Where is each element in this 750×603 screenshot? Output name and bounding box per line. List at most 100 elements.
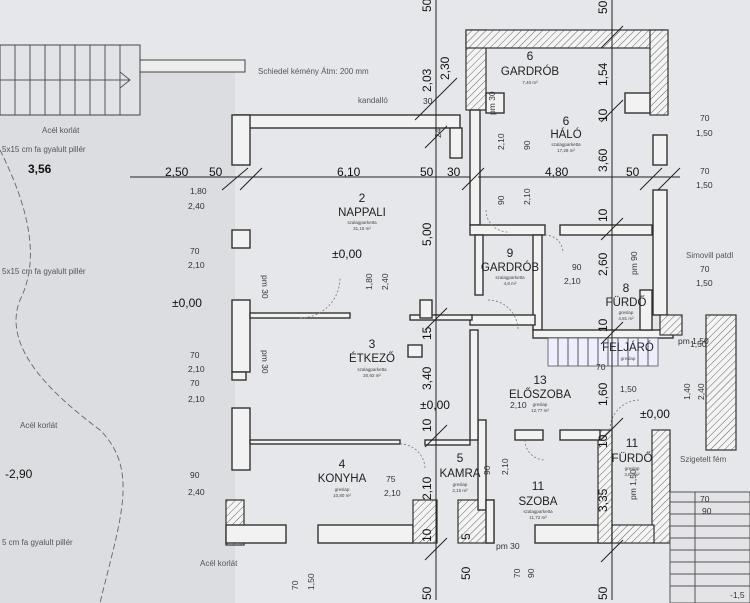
dim: 1,54 xyxy=(596,62,610,86)
room-area: 7,40 m² xyxy=(522,80,538,85)
level-left-upper: ±0,00 xyxy=(172,296,202,310)
dim: 5,00 xyxy=(420,222,434,246)
small-dim: 2,10 xyxy=(384,488,401,498)
small-dim: 70 xyxy=(190,246,200,256)
room-number: 5 xyxy=(457,451,464,465)
small-dim: 1,80 xyxy=(364,273,374,290)
room-floor: szalagparketta xyxy=(357,367,387,372)
dim: 10 xyxy=(420,528,434,542)
small-dim: 2,10 xyxy=(188,260,205,270)
room-name: FÜRDŐ xyxy=(606,295,647,309)
room-name: KONYHA xyxy=(318,473,367,485)
fireplace-note: kandalló xyxy=(358,96,388,105)
room-floor: greslap xyxy=(619,310,634,315)
pm-label: pm 90 xyxy=(629,251,639,275)
small-dim: 2,10 xyxy=(496,133,506,150)
small-dim: 24 xyxy=(433,128,443,138)
room-number: 6 xyxy=(527,49,534,63)
dim: 50 xyxy=(420,0,434,12)
room-area: 3,87 m² xyxy=(624,472,640,477)
dim: 50 xyxy=(209,165,223,179)
dim: 4,80 xyxy=(545,165,569,179)
small-dim: 1,80 xyxy=(190,186,207,196)
level-edge: -1,5 xyxy=(730,590,745,600)
dim: 50 xyxy=(459,566,473,580)
room-name: FÜRDŐ xyxy=(612,451,653,465)
small-dim: 2,10 xyxy=(188,364,205,374)
dim: 3,40 xyxy=(420,366,434,390)
railing-note: Acél korlát xyxy=(200,559,238,568)
small-dim: 90 xyxy=(522,140,532,150)
small-dim: 1,40 xyxy=(682,383,692,400)
room-number: 6 xyxy=(563,114,570,128)
room-area: 20,92 m² xyxy=(363,373,381,378)
room-name: KAMRA xyxy=(440,468,481,480)
szigetelt-note: Szigetelt fém xyxy=(680,455,727,464)
room-name: ÉTKEZŐ xyxy=(349,351,395,365)
dim: 50 xyxy=(420,586,434,600)
dim: 15 xyxy=(420,326,434,340)
small-dim: 70 xyxy=(700,113,710,123)
room-floor: greslap xyxy=(621,356,636,361)
pm-label: pm 30 xyxy=(496,541,520,551)
feljaro-stair xyxy=(547,337,659,367)
simovill-note: Simovill patdl xyxy=(686,251,733,260)
railing-note: Acél korlát xyxy=(20,421,58,430)
small-dim: 1,50 xyxy=(690,339,707,349)
small-dim: 70 xyxy=(190,350,200,360)
dim: 50 xyxy=(626,165,640,179)
small-dim: 1,50 xyxy=(696,128,713,138)
small-dim: 1,50 xyxy=(620,384,637,394)
dim: 2,03 xyxy=(420,68,434,92)
terrace-area xyxy=(0,60,235,603)
dim: 3,60 xyxy=(596,148,610,172)
dim: 10 xyxy=(420,418,434,432)
small-dim: 2,10 xyxy=(510,400,527,410)
room-floor: greslap xyxy=(335,487,350,492)
small-dim: 90 xyxy=(496,195,506,205)
walls xyxy=(225,29,737,546)
level-right: ±0,00 xyxy=(640,407,670,421)
room-number: 9 xyxy=(507,246,514,260)
door-swings xyxy=(299,209,641,470)
room-floor: greslap xyxy=(625,466,640,471)
small-dim: 2,40 xyxy=(188,201,205,211)
room-name: GARDRÓB xyxy=(481,261,539,274)
room-gardrob-top: 6 GARDRÓB 7,40 m² xyxy=(501,49,559,85)
room-area: 4,81 m² xyxy=(618,316,634,321)
small-dim: 75 xyxy=(386,474,396,484)
small-dim: 70 xyxy=(290,580,300,590)
dim: 1,60 xyxy=(596,382,610,406)
room-floor: szalagparketta xyxy=(523,509,553,514)
room-number: 4 xyxy=(339,457,346,471)
small-dim: 2,10 xyxy=(188,394,205,404)
small-dim: 90 xyxy=(572,262,582,272)
room-name: NAPPALI xyxy=(338,207,386,219)
exterior-stair xyxy=(0,44,141,116)
room-name: HÁLÓ xyxy=(550,128,581,141)
railing-note: Acél korlát xyxy=(42,126,80,135)
room-name: FELJÁRÓ xyxy=(602,341,654,354)
room-kamra: 5 KAMRA greslap 2,15 m² xyxy=(440,451,481,493)
small-dim: 70 xyxy=(700,264,710,274)
room-konyha: 4 KONYHA greslap 10,80 m² xyxy=(318,457,367,498)
room-furdo-lower: 11 FÜRDŐ greslap 3,87 m² xyxy=(612,436,653,477)
level-terrace: 3,56 xyxy=(28,162,52,176)
room-area: 4,8 m² xyxy=(504,281,517,286)
pm-label: pm 30 xyxy=(260,350,270,374)
small-dim: 70 xyxy=(700,494,710,504)
small-dim: 2,40 xyxy=(188,487,205,497)
dim: 2,10 xyxy=(420,476,434,500)
room-area: 12,77 m² xyxy=(531,408,549,413)
dim: 50 xyxy=(596,0,610,14)
bottom-stair xyxy=(669,491,750,603)
chimney-note: Schiedel kémény Átm: 200 mm xyxy=(258,67,369,76)
room-area: 11,72 m² xyxy=(529,515,547,520)
room-floor: szalagparketta xyxy=(347,220,377,225)
small-dim: 70 xyxy=(700,166,710,176)
small-dim: 90 xyxy=(190,470,200,480)
room-number: 8 xyxy=(623,281,630,295)
room-number: 11 xyxy=(626,436,639,450)
room-floor: greslap xyxy=(453,482,468,487)
